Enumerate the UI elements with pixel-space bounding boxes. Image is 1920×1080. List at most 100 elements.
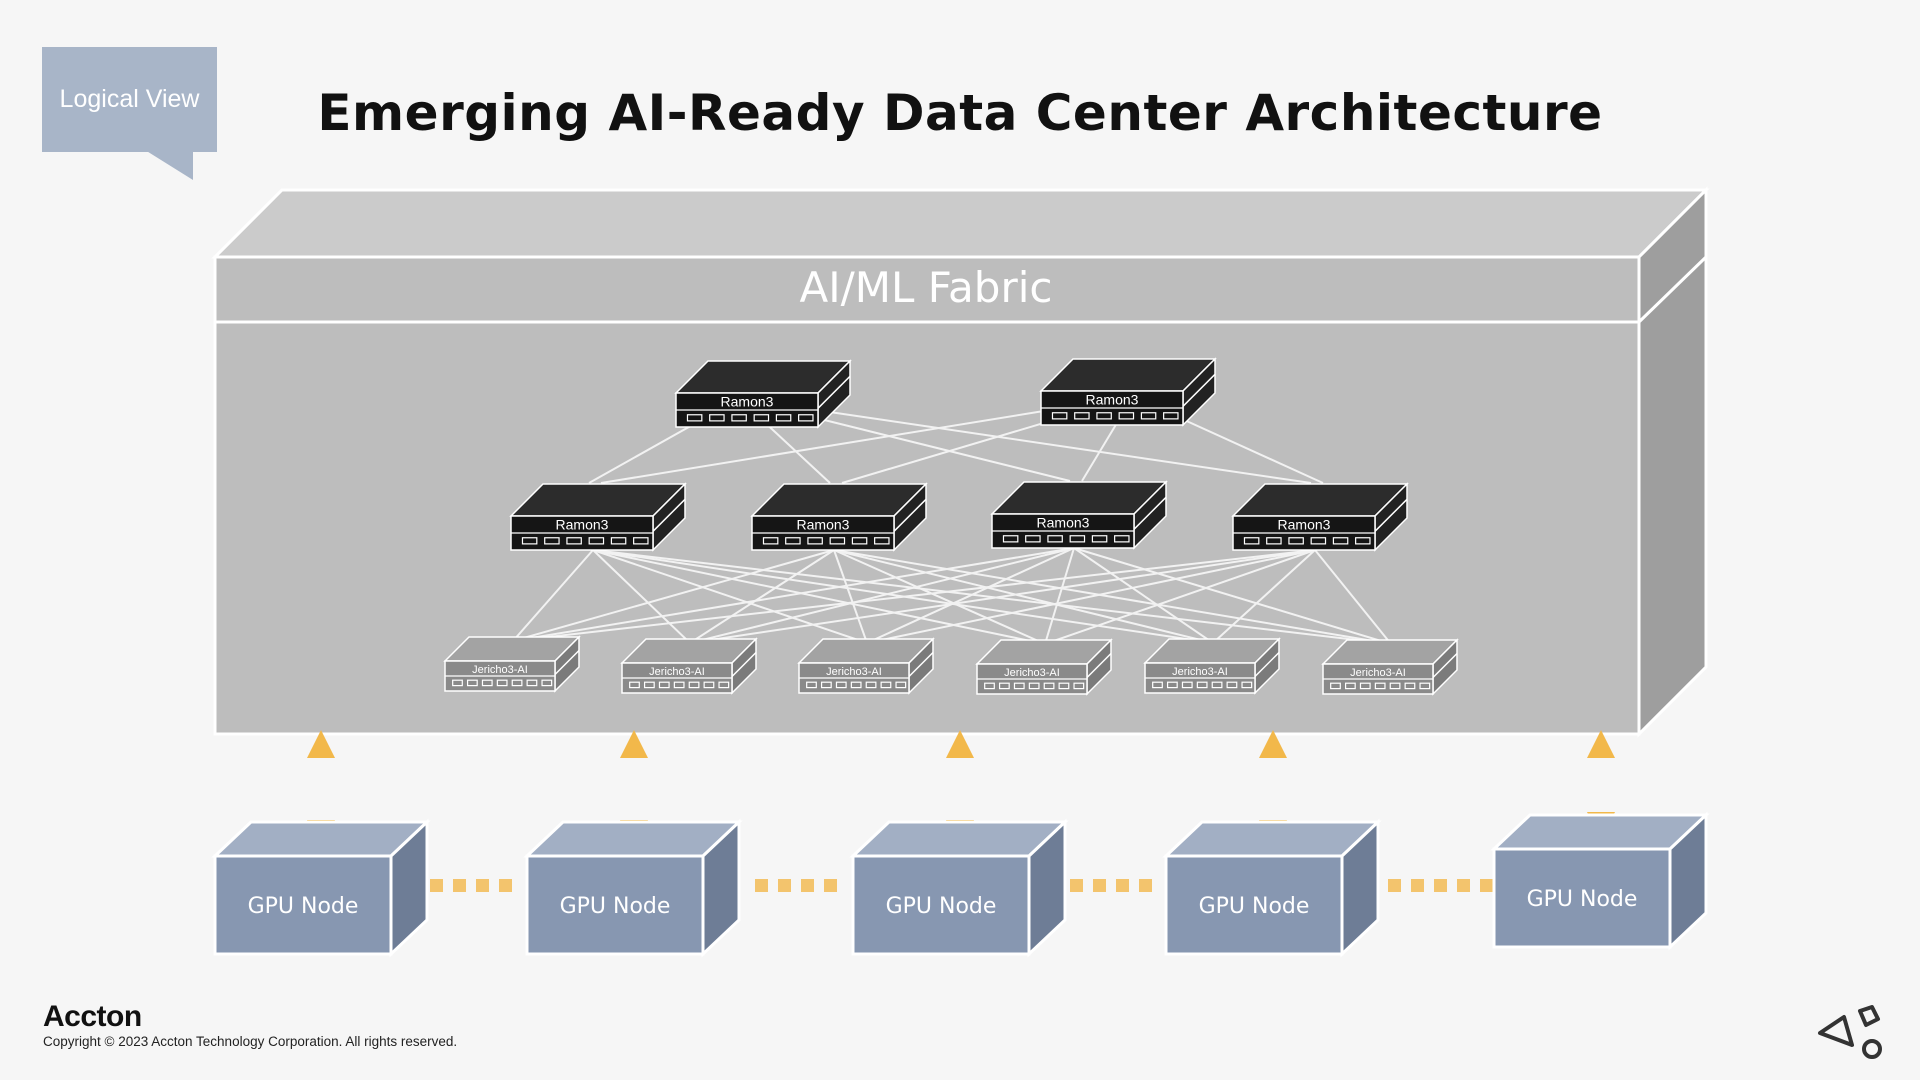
switch-port [452,679,463,687]
leaf-link [1073,547,1392,645]
switch-port [1359,682,1371,690]
switch-port [1226,681,1238,689]
spine-switch-mid: Ramon3 [990,480,1168,550]
switch-port [544,537,560,545]
callout-tail [145,150,193,180]
switch-port [466,679,478,687]
switch-port [541,679,553,687]
switch-port [1330,682,1341,690]
switch-label: Jericho3-AI [1350,667,1406,679]
switch-label: Ramon3 [797,517,850,533]
leaf-link [689,547,1075,644]
switch-port [1181,681,1193,689]
switch-port [1047,535,1063,543]
switch-port [1344,682,1356,690]
leaf-switch: Jericho3-AI [443,635,581,693]
fabric-links [512,402,1392,645]
connector-dot [430,879,443,892]
corner-logo-icon [1818,1005,1882,1059]
switch-port [686,414,703,422]
leaf-link [866,547,1075,644]
switch-port [521,537,538,545]
switch-port [1332,537,1349,545]
switch-port [984,682,995,690]
connector-dot [1388,879,1401,892]
switch-port [610,537,627,545]
switch-port [1404,682,1416,690]
connector-dot [1480,879,1493,892]
switch-port [1043,682,1055,690]
leaf-switch: Jericho3-AI [1321,638,1459,696]
fabric-top-face [211,188,1710,259]
switch-port [753,414,770,422]
spine-switch-mid: Ramon3 [509,482,687,552]
switch-port [658,681,670,689]
switch-port [806,681,817,689]
switch-port [731,414,747,422]
connector-dot [1116,879,1129,892]
gpu-node: GPU Node [849,818,1069,958]
switch-port [1355,537,1371,545]
connector-dot [1411,879,1424,892]
switch-port [629,681,640,689]
switch-port [688,681,700,689]
switch-port [718,681,730,689]
switch-label: Jericho3-AI [649,666,705,678]
leaf-link [592,549,868,644]
copyright-text: Copyright © 2023 Accton Technology Corpo… [43,1034,458,1049]
switch-port [874,537,890,545]
switch-port [1266,537,1282,545]
leaf-link [866,549,1316,644]
switch-port [1288,537,1304,545]
switch-port [709,414,725,422]
switch-port [1028,682,1040,690]
leaf-link [833,549,868,644]
switch-port [1243,537,1260,545]
connector-dot [1434,879,1447,892]
connector-dot [824,879,837,892]
spine-switch-mid: Ramon3 [750,482,928,552]
uplink-arrows [307,730,1615,848]
callout-label: Logical View [59,85,200,113]
switch-port [798,414,814,422]
switch-port [775,414,792,422]
leaf-switch: Jericho3-AI [975,638,1113,696]
switch-port [1163,412,1179,420]
switch-label: Ramon3 [1037,515,1090,531]
switch-port [850,681,862,689]
spine-link [600,402,1094,484]
switch-port [1096,412,1112,420]
switch-label: Ramon3 [1086,392,1139,408]
switch-port [673,681,685,689]
switch-port [1058,682,1070,690]
leaf-link [833,549,1046,645]
gpu-node-label: GPU Node [1199,894,1310,919]
gpu-node-links [430,879,1493,892]
connector-dot [755,879,768,892]
switch-port [829,537,846,545]
switch-port [762,537,779,545]
switch-port [1140,412,1157,420]
leaf-link [833,549,1214,644]
spine-link [781,404,1312,484]
leaf-link [512,549,835,642]
leaf-link [1044,549,1316,645]
switch-port [703,681,715,689]
page-title: Emerging AI-Ready Data Center Architectu… [317,84,1603,142]
switch-port [895,681,907,689]
switch-port [1074,412,1090,420]
switch-port [1069,535,1086,543]
switch-label: Ramon3 [1278,517,1331,533]
switch-port [835,681,847,689]
logical-view-callout: Logical View [42,47,217,152]
leaf-link [1044,547,1075,645]
switch-port [1152,681,1163,689]
fabric-label: AI/ML Fabric [800,263,1053,312]
switch-port [1166,681,1178,689]
accton-logo: Accton [43,1000,142,1033]
switch-port [1091,535,1108,543]
switch-port [566,537,582,545]
connector-dot [453,879,466,892]
